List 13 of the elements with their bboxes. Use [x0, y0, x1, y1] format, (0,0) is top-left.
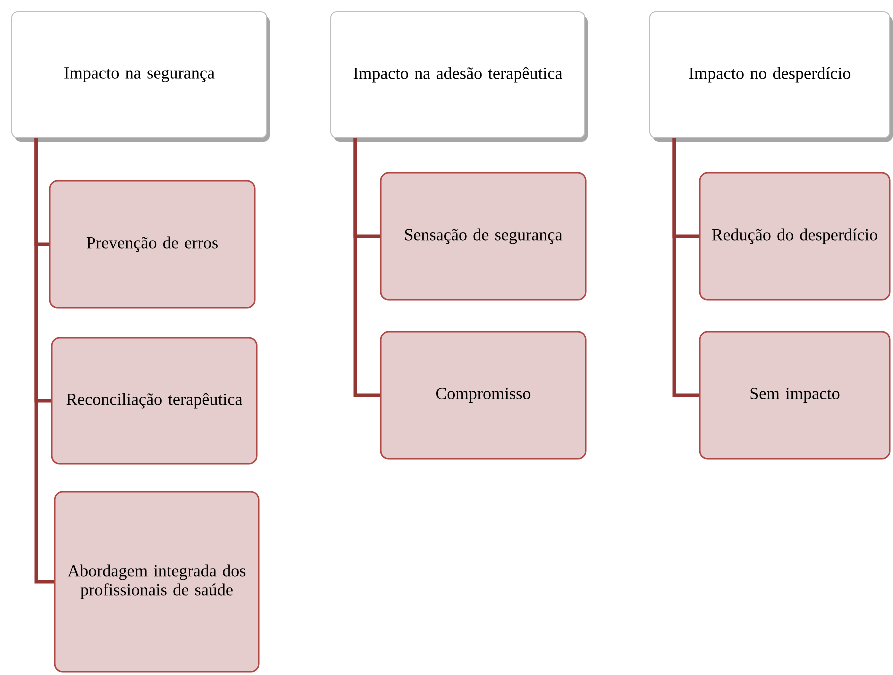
item-box: Compromisso [380, 331, 587, 460]
category-box: Impacto na adesão terapêutica [330, 12, 588, 142]
item-box: Sensação de segurança [380, 172, 587, 301]
category-box: Impacto no desperdício [650, 12, 893, 142]
connector-line [34, 138, 54, 584]
item-box: Sem impacto [699, 331, 891, 460]
item-box: Prevenção de erros [49, 180, 256, 309]
item-box: Reconciliação terapêutica [51, 337, 258, 465]
category-box: Impacto na segurança [12, 12, 270, 142]
connector-line [354, 138, 380, 398]
item-box: Abordagem integrada dos profissionais de saúde [54, 491, 260, 673]
item-box: Redução do desperdício [699, 172, 891, 301]
connector-line [672, 138, 700, 398]
